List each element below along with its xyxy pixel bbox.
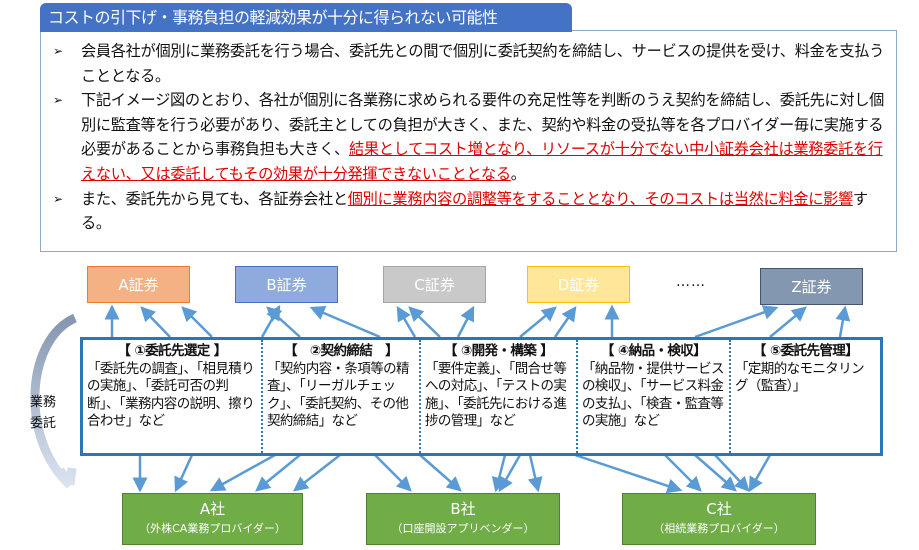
flow-arrow [255, 454, 301, 492]
flow-arrow [694, 305, 779, 339]
process-step: 【 ①委託先選定 】「委託先の調査」、「相見積りの実施」、「委託可否の判断」、「… [83, 340, 263, 453]
flow-arrow [835, 305, 851, 338]
step-description: 「要件定義」、「問合せ等への対応」、「テストの実施」、「委託先における進捗の管理… [425, 360, 567, 430]
text-part: する。 [81, 189, 868, 233]
emphasis-text: 個別に業務内容の調整等をすることとなり、そのコストは当然に料金に影響 [347, 189, 853, 208]
flow-arrow [553, 305, 577, 338]
flow-arrow [491, 454, 507, 493]
bullet-text: 下記イメージ図のとおり、各社が個別に各業務に求められる要件の充足性等を判断のうえ… [81, 88, 886, 186]
bullet-text: また、委託先から見ても、各証券会社と個別に業務内容の調整等をすることとなり、その… [81, 187, 886, 236]
step-header: 【 ①委託先選定 】 [117, 343, 227, 359]
flow-arrow [374, 454, 412, 492]
flow-arrow [293, 454, 341, 492]
securities-box-Z証券: Z証券 [760, 268, 863, 305]
bullet-item: ➢ 会員各社が個別に業務委託を行う場合、委託先との間で個別に委託契約を締結し、サー… [53, 39, 886, 88]
securities-box-B証券: B証券 [235, 266, 338, 303]
flow-arrow [140, 306, 171, 338]
provider-name: B社 [450, 500, 476, 518]
securities-box-C証券: C証券 [383, 266, 486, 303]
bullet-marker-icon: ➢ [53, 191, 63, 206]
flow-arrow [574, 453, 683, 494]
bullet-item: ➢ また、委託先から見ても、各証券会社と個別に業務内容の調整等をすることとなり、そ… [53, 187, 886, 236]
emphasis-text: 結果としてコスト増となり、リソースが十分でない中小証券会社は業務委託を行えない、… [81, 140, 883, 183]
process-step: 【 ④納品・検収】「納品物・提供サービスの検収」、「サービス料金の支払」、「検査… [578, 340, 731, 453]
flow-arrow [664, 454, 702, 492]
process-step: 【 ⑤委託先管理】「定期的なモニタリング（監査）」 [731, 340, 880, 453]
text-part: 。 [510, 164, 526, 183]
flow-arrow [519, 306, 557, 338]
securities-box-A証券: A証券 [87, 266, 190, 303]
provider-box: A社 （外株CA業務プロバイダー） [122, 493, 303, 545]
securities-box-D証券: D証券 [527, 266, 630, 303]
step-description: 「納品物・提供サービスの検収」、「サービス料金の支払」、「検査・監査等の実施」な… [582, 360, 725, 430]
text-part: また、委託先から見ても、各証券会社と [81, 189, 348, 208]
flow-arrow [408, 306, 441, 338]
step-description: 「定期的なモニタリング（監査）」 [735, 360, 865, 395]
flow-arrow [456, 305, 475, 338]
flow-arrow [309, 306, 381, 339]
flow-arrow [181, 306, 213, 338]
flow-arrow [527, 454, 543, 493]
bullet-marker-icon: ➢ [53, 93, 63, 108]
explanation-box: ➢ 会員各社が個別に業務委託を行う場合、委託先との間で個別に委託契約を締結し、サー… [40, 30, 897, 252]
step-header: 【 ②契約締結 】 [283, 343, 399, 359]
bullet-marker-icon: ➢ [53, 44, 63, 58]
flow-arrow [174, 454, 194, 493]
provider-description: （口座開設アプリベンダー） [391, 522, 535, 535]
section-title: コストの引下げ・事務負担の軽減効果が十分に得られない可能性 [40, 3, 572, 32]
flow-arrow [419, 454, 462, 492]
step-header: 【 ③開発・構築 】 [443, 343, 554, 359]
text-part: 会員各社が個別に業務委託を行う場合、委託先との間で個別に委託契約を締結し、サービ… [81, 42, 885, 85]
provider-box: C社 （相続業務プロバイダー） [622, 493, 816, 545]
flow-arrow [209, 453, 276, 492]
delegation-label: 業務委託 [29, 395, 56, 431]
text-part: 下記イメージ図のとおり、各社が個別に各業務に求められる要件の充足性等を判断のうえ… [81, 91, 885, 159]
flow-arrow [266, 306, 301, 338]
bullet-text: 会員各社が個別に業務委託を行う場合、委託先との間で個別に委託契約を締結し、サービ… [81, 39, 886, 88]
process-steps-box: 【 ①委託先選定 】「委託先の調査」、「相見積りの実施」、「委託可否の判断」、「… [80, 337, 883, 456]
process-step: 【 ③開発・構築 】「要件定義」、「問合せ等への対応」、「テストの実施」、「委託… [421, 340, 578, 453]
ellipsis: …… [676, 274, 706, 290]
delegation-curve-arrow [30, 313, 78, 489]
provider-box: B社 （口座開設アプリベンダー） [366, 493, 560, 545]
provider-description: （外株CA業務プロバイダー） [139, 522, 286, 535]
step-description: 「契約内容・条項等の精査」、「リーガルチェック」、「委託契約、その他契約締結」な… [267, 360, 410, 430]
step-header: 【 ④納品・検収】 [600, 343, 707, 359]
bullet-item: ➢ 下記イメージ図のとおり、各社が個別に各業務に求められる要件の充足性等を判断のう… [53, 88, 886, 186]
process-step: 【 ②契約締結 】「契約内容・条項等の精査」、「リーガルチェック」、「委託契約、… [263, 340, 421, 453]
flow-arrow [498, 454, 522, 493]
step-header: 【 ⑤委託先管理】 [752, 343, 859, 359]
provider-description: （相続業務プロバイダー） [653, 522, 785, 535]
provider-name: A社 [199, 500, 226, 518]
provider-name: C社 [706, 500, 732, 518]
flow-arrow [694, 454, 737, 492]
flow-arrow [769, 306, 807, 338]
flow-arrow [748, 454, 772, 493]
flow-arrow [714, 454, 750, 492]
step-description: 「委託先の調査」、「相見積りの実施」、「委託可否の判断」、「業務内容の説明、擦り… [87, 360, 255, 430]
flow-arrow [396, 305, 417, 338]
